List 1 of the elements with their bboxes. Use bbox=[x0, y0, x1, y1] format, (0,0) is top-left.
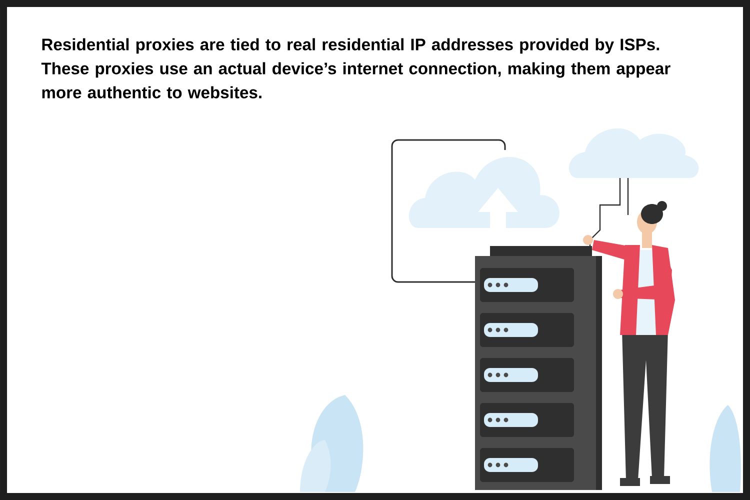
description-text: Residential proxies are tied to real residential IP addresses provided by ISPs. These proxies use an actual device’s internet connection, making them appear more authentic to websites. bbox=[41, 38, 670, 98]
